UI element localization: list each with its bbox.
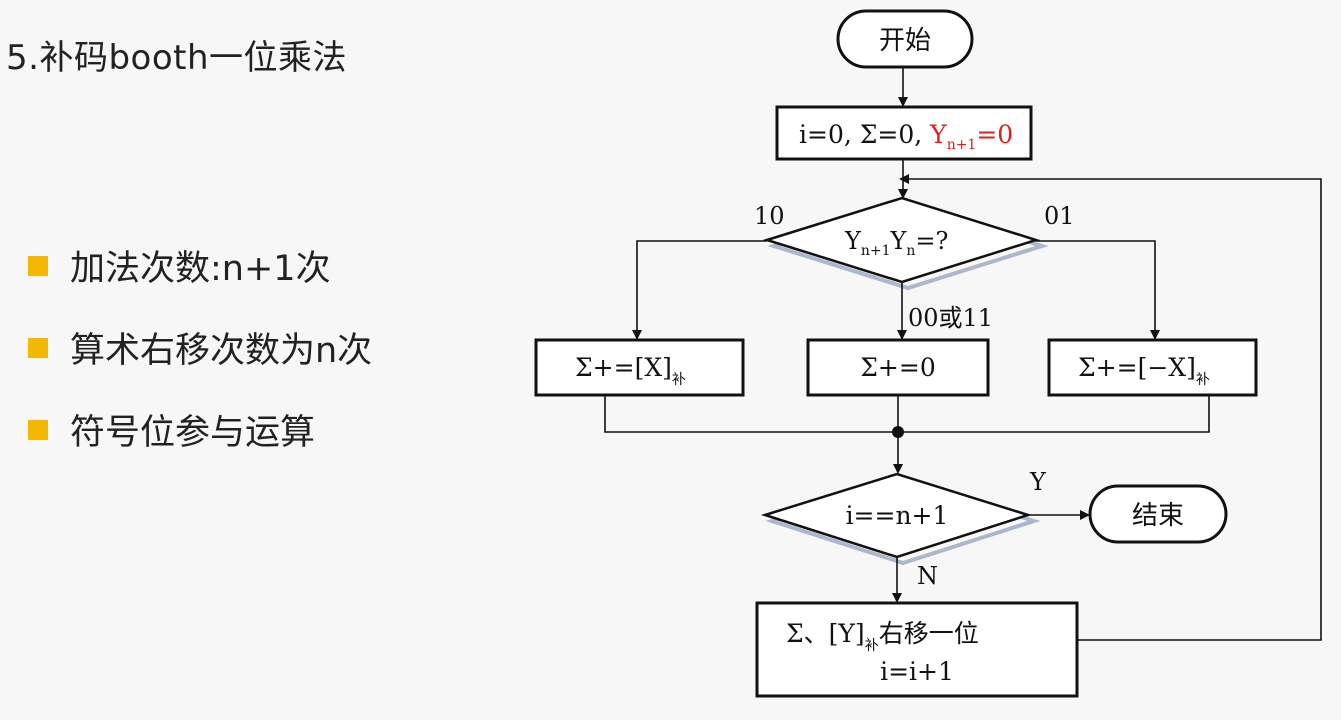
merge-line [604,395,1210,433]
branch-label-00-11: 00或11 [908,304,993,332]
decision2-label: i==n+1 [846,501,949,530]
init-y-tail: =0 [976,120,1013,149]
connector-loop-back [899,174,1322,641]
shift-box [755,601,1079,698]
bullet-square-icon [28,338,48,358]
yes-label: Y [1029,468,1047,496]
box-add-neg-x-label: Σ+=[−X]补 [1078,353,1210,388]
start-terminator [836,9,974,69]
box-add-x [534,338,745,397]
decision1-diamond [762,196,1041,284]
bullet-text: 符号位参与运算 [70,413,316,453]
box-add-zero [806,338,990,397]
shift-line2: i=i+1 [880,657,954,686]
connector-branch-left [632,240,767,340]
bullet-item-additions: 加法次数:n+1次 [28,240,331,291]
bullet-item-shifts: 算术右移次数为n次 [28,322,372,373]
slide-title: 5.补码booth一位乘法 [6,38,348,78]
start-label: 开始 [879,26,931,56]
bullet-text: 算术右移次数为n次 [70,331,373,371]
box-add-neg-x [1047,338,1258,397]
init-y: Y [929,120,947,149]
init-box [775,105,1033,161]
bullet-square-icon [28,420,48,440]
shift-line1: Σ、[Y]补右移一位 [786,619,979,654]
bullet-item-sign: 符号位参与运算 [28,404,315,455]
init-y-sub: n+1 [947,137,977,153]
box-add-x-label: Σ+=[X]补 [575,353,686,388]
end-terminator [1088,484,1228,544]
box-add-zero-label: Σ+=0 [860,353,935,382]
decision1-label: Yn+1Yn=? [844,227,948,259]
branch-label-01: 01 [1044,202,1075,230]
connector-branch-right [1036,240,1160,340]
bullet-text: 加法次数:n+1次 [70,249,331,289]
init-label: i=0, Σ=0, Yn+1=0 [799,120,1013,153]
no-label: N [917,562,938,590]
init-text: i=0, Σ=0, [799,120,930,149]
branch-label-10: 10 [754,202,785,230]
end-label: 结束 [1132,501,1184,531]
bullet-square-icon [28,256,48,276]
